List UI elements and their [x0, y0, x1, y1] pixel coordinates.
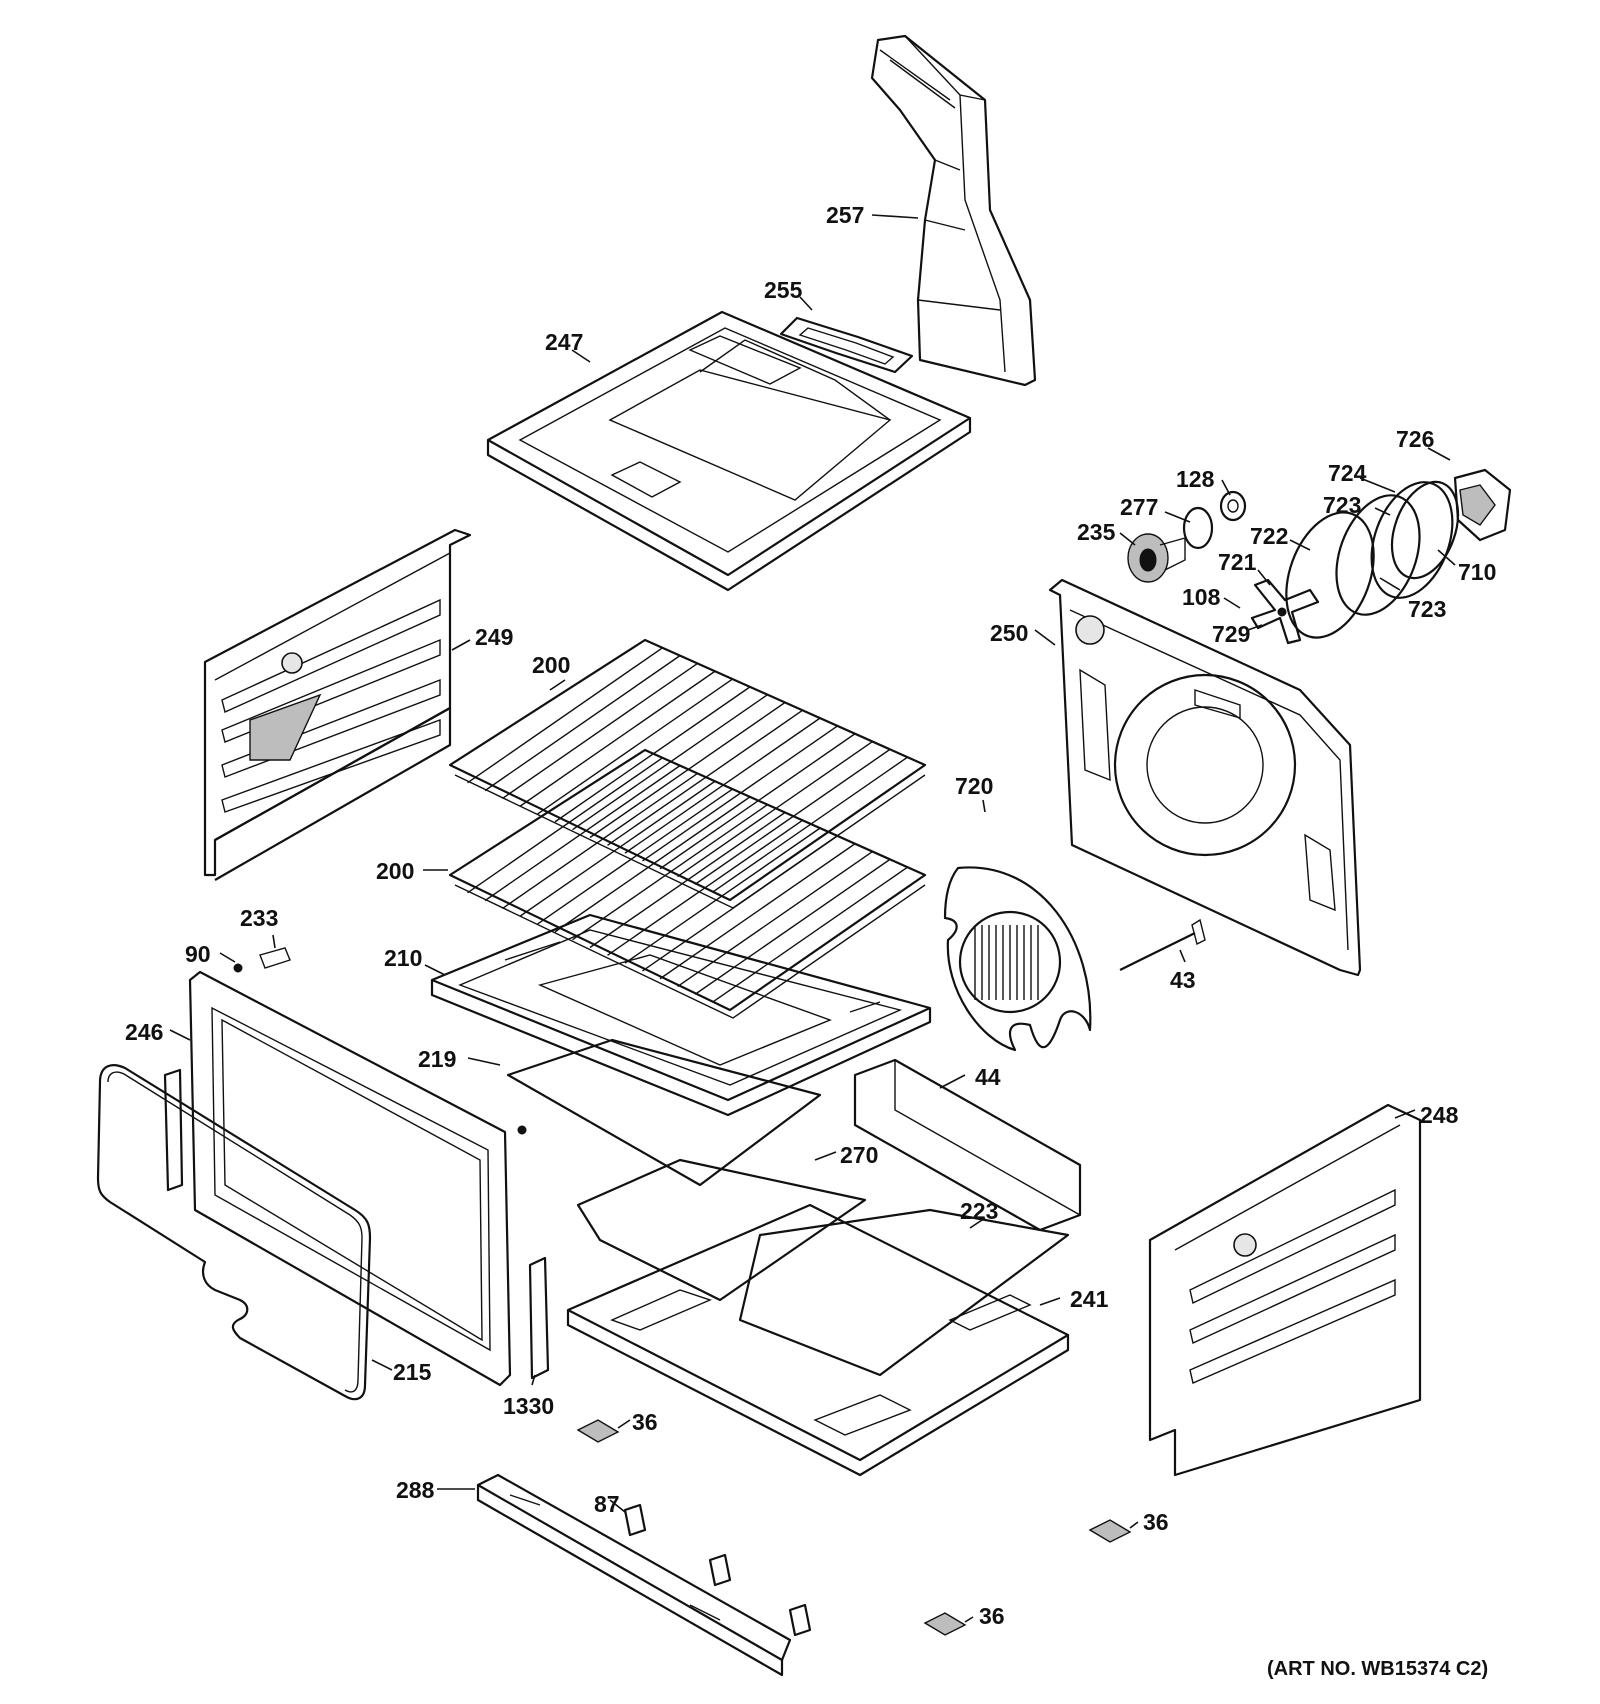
rack-bar: [554, 796, 751, 933]
rack-bar: [677, 850, 873, 988]
callout-257: 257: [826, 202, 864, 228]
part-heat-shield-219: [506, 1038, 822, 1187]
callout-210: 210: [384, 945, 422, 971]
part-fan-motor: [1127, 490, 1247, 583]
callout-726: 726: [1396, 426, 1434, 452]
leader-lines: [169, 214, 1456, 1623]
callout-215: 215: [393, 1359, 432, 1385]
callout-723-upper: 723: [1323, 492, 1361, 518]
callout-128: 128: [1176, 466, 1215, 492]
rack-bar: [712, 866, 908, 1003]
part-oven-rack-upper: [448, 638, 927, 909]
rack-bar: [572, 804, 768, 941]
part-door-gasket: [96, 1064, 372, 1401]
rack-bar: [467, 647, 663, 784]
part-channel-44: [853, 1058, 1082, 1232]
callout-36-b: 36: [1143, 1509, 1169, 1535]
part-heat-shield-270: [576, 1158, 867, 1302]
part-left-side-panel: [203, 528, 472, 881]
rack-bar: [607, 819, 803, 956]
part-oven-floor: [566, 1203, 1070, 1477]
part-oven-bottom: [430, 913, 932, 1117]
rack-bar: [537, 788, 733, 925]
callout-200-upper: 200: [532, 652, 570, 678]
callout-720: 720: [955, 773, 993, 799]
rack-bar: [642, 835, 838, 972]
part-small-fasteners: [233, 947, 527, 1135]
callout-277: 277: [1120, 494, 1158, 520]
rack-bar: [484, 765, 681, 902]
part-kick-panel: [476, 1473, 792, 1677]
part-fan-plates: [1285, 468, 1512, 639]
callout-724: 724: [1328, 460, 1367, 486]
part-clips-87: [623, 1503, 812, 1637]
callout-249: 249: [475, 624, 513, 650]
rack-bar: [502, 772, 698, 910]
callout-710: 710: [1458, 559, 1496, 585]
callout-241: 241: [1070, 1286, 1109, 1312]
part-convection-baffle: [943, 866, 1092, 1052]
part-leveler-legs: [576, 1419, 1132, 1636]
part-gasket-255: [779, 316, 914, 374]
part-oven-rack-lower: [448, 748, 927, 1019]
part-front-frame: [188, 970, 512, 1387]
part-oven-top: [486, 310, 972, 592]
part-right-side-panel: [1148, 1103, 1422, 1477]
callout-36-a: 36: [632, 1409, 658, 1435]
callout-288: 288: [396, 1477, 435, 1503]
rack-bar: [502, 662, 698, 800]
part-rear-panel: [1048, 578, 1362, 977]
callout-43: 43: [1170, 967, 1196, 993]
callout-labels: 257 255 247 726 128 724 277 723 235 722 …: [125, 202, 1496, 1629]
callout-200-lower: 200: [376, 858, 414, 884]
callout-233: 233: [240, 905, 278, 931]
callout-36-c: 36: [979, 1603, 1005, 1629]
part-heat-shield-223: [738, 1208, 1070, 1377]
rack-bar: [484, 655, 681, 792]
callout-248: 248: [1420, 1102, 1459, 1128]
rack-bar: [519, 780, 716, 917]
art-number: (ART NO. WB15374 C2): [1267, 1658, 1488, 1680]
callout-723-lower: 723: [1408, 596, 1446, 622]
callout-44: 44: [975, 1064, 1001, 1090]
callout-246: 246: [125, 1019, 163, 1045]
callout-1330: 1330: [503, 1393, 554, 1419]
part-vent-duct: [870, 34, 1037, 387]
callout-255: 255: [764, 277, 803, 303]
rack-bar: [589, 811, 786, 949]
part-door-hinges: [163, 1068, 550, 1380]
part-fan-blade: [1250, 578, 1320, 645]
callout-108: 108: [1182, 584, 1221, 610]
callout-729: 729: [1212, 621, 1250, 647]
callout-223: 223: [960, 1198, 998, 1224]
rack-bar: [537, 678, 733, 815]
part-sensor-rod: [1119, 918, 1206, 971]
rack-bar: [659, 843, 856, 980]
rack-bar: [694, 858, 891, 995]
callout-219: 219: [418, 1046, 456, 1072]
callout-722: 722: [1250, 523, 1288, 549]
rack-bar: [624, 827, 821, 964]
rack-bar: [519, 670, 716, 807]
callout-721: 721: [1218, 549, 1257, 575]
callout-250: 250: [990, 620, 1028, 646]
callout-247: 247: [545, 329, 583, 355]
rack-bar: [467, 757, 663, 894]
callout-270: 270: [840, 1142, 878, 1168]
callout-235: 235: [1077, 519, 1116, 545]
callout-87: 87: [594, 1491, 620, 1517]
callout-90: 90: [185, 941, 211, 967]
